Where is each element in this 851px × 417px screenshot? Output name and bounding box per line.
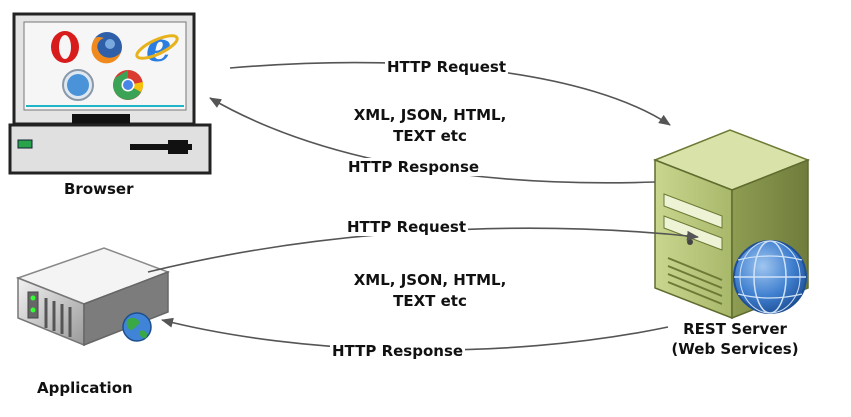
globe-icon [122, 312, 152, 342]
firefox-icon [91, 32, 122, 64]
power-led-icon [17, 139, 33, 149]
app-response-label: HTTP Response [330, 342, 466, 360]
browser-request-label: HTTP Request [385, 58, 508, 76]
server-label-line2: (Web Services) [671, 340, 799, 358]
server-globe-icon [733, 240, 807, 314]
opera-icon [51, 31, 79, 63]
browser-formats-line1: XML, JSON, HTML, [353, 106, 507, 124]
safari-icon [62, 69, 94, 101]
server-label-line1: REST Server [683, 320, 787, 338]
drive-slot [130, 144, 192, 150]
application-label: Application [37, 379, 133, 397]
application-server-icon [15, 247, 171, 347]
app-formats-line1: XML, JSON, HTML, [353, 271, 507, 289]
app-request-label: HTTP Request [345, 218, 468, 236]
monitor-stand [72, 114, 130, 124]
browser-response-label: HTTP Response [346, 158, 482, 176]
svg-text:e: e [146, 24, 171, 71]
browser-label: Browser [64, 180, 134, 198]
app-formats-line2: TEXT etc [393, 292, 467, 310]
browser-computer-icon: e [8, 12, 212, 175]
browser-formats-line2: TEXT etc [393, 127, 467, 145]
ie-icon: e [135, 24, 179, 71]
chrome-icon [113, 70, 144, 100]
